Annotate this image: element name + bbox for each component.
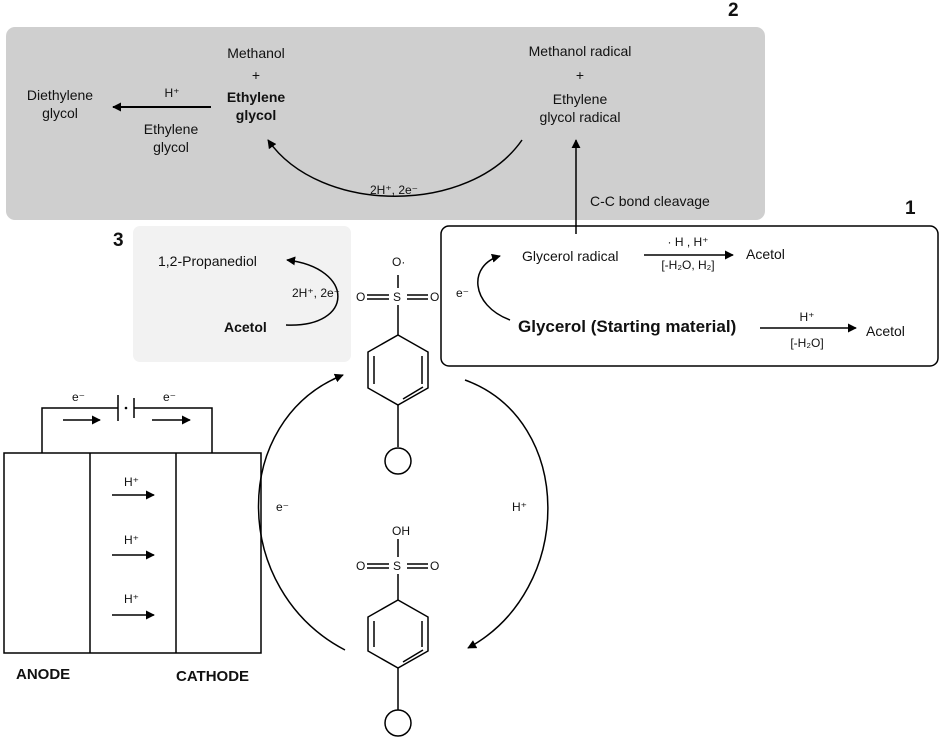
battery-icon xyxy=(117,395,135,421)
sulfonic-acid-molecule xyxy=(367,539,429,737)
panel-1-border xyxy=(440,225,939,367)
panel-3-number: 3 xyxy=(113,230,124,251)
oxygen-left-top-label: O xyxy=(356,290,366,304)
panel-2-reduction-label: 2H⁺, 2e⁻ xyxy=(369,183,419,197)
proton-label-2: H⁺ xyxy=(124,533,139,547)
plus-sign-right: + xyxy=(575,67,585,83)
panel-1-number: 1 xyxy=(905,198,916,219)
acetol-reactant-label: Acetol xyxy=(224,319,267,335)
ethylene-glycol-radical-label: Ethylene glycol radical xyxy=(539,91,621,125)
radical-oxygen-label: O· xyxy=(392,255,406,269)
reduction-curve-arrow xyxy=(267,139,523,197)
anode-label: ANODE xyxy=(16,666,71,683)
radical-reagent-label: · H , H⁺ xyxy=(667,235,709,249)
radical-byproduct-label: [-H₂O, H₂] xyxy=(661,258,715,272)
glycerol-radical-label: Glycerol radical xyxy=(522,248,619,264)
proton-cycle-arrow xyxy=(464,379,549,649)
oxygen-left-bottom-label: O xyxy=(356,559,366,573)
oxygen-right-top-label: O xyxy=(430,290,440,304)
sulfonyl-radical-molecule xyxy=(367,275,429,475)
proton-label-3: H⁺ xyxy=(124,592,139,606)
diethylene-glycol-label: Diethylene glycol xyxy=(26,87,94,121)
proton-label-1: H⁺ xyxy=(124,475,139,489)
panel-2-number: 2 xyxy=(728,0,739,21)
panel-3-reduction-label: 2H⁺, 2e⁻ xyxy=(291,286,341,300)
electrochemical-cell xyxy=(3,407,262,654)
ethylene-glycol-reagent-label: Ethylene glycol xyxy=(143,121,199,155)
battery-dot xyxy=(124,406,128,410)
electron-label-left: e⁻ xyxy=(72,390,86,404)
acetol-label-dehydration-path: Acetol xyxy=(866,323,905,339)
ethylene-glycol-product-label: Ethylene glycol xyxy=(226,89,286,123)
sulfur-label-bottom: S xyxy=(393,559,402,573)
cathode-label: CATHODE xyxy=(176,668,250,685)
methanol-label: Methanol xyxy=(227,45,285,61)
hydroxyl-label: OH xyxy=(392,524,410,538)
acetol-label-radical-path: Acetol xyxy=(746,246,785,262)
methanol-radical-label: Methanol radical xyxy=(528,43,632,59)
glycerol-starting-material-label: Glycerol (Starting material) xyxy=(518,317,737,336)
plus-sign-left: + xyxy=(251,67,261,83)
electron-cycle-arrow xyxy=(257,373,346,651)
dehydration-reagent-label: H⁺ xyxy=(799,310,815,324)
sulfur-label-top: S xyxy=(393,290,402,304)
electron-cycle-label: e⁻ xyxy=(276,500,290,514)
proton-cycle-label: H⁺ xyxy=(512,500,527,514)
dehydration-byproduct-label: [-H₂O] xyxy=(790,336,824,350)
oxygen-right-bottom-label: O xyxy=(430,559,440,573)
electron-transfer-curve-arrow xyxy=(477,253,511,321)
panel-3-background xyxy=(133,226,351,362)
electron-label-panel-1: e⁻ xyxy=(456,286,470,300)
acetol-reduction-curve-arrow xyxy=(285,256,339,326)
propanediol-label: 1,2-Propanediol xyxy=(158,253,257,269)
electron-label-right: e⁻ xyxy=(163,390,177,404)
h-plus-label: H⁺ xyxy=(164,86,180,100)
cc-bond-cleavage-label: C-C bond cleavage xyxy=(590,193,710,209)
